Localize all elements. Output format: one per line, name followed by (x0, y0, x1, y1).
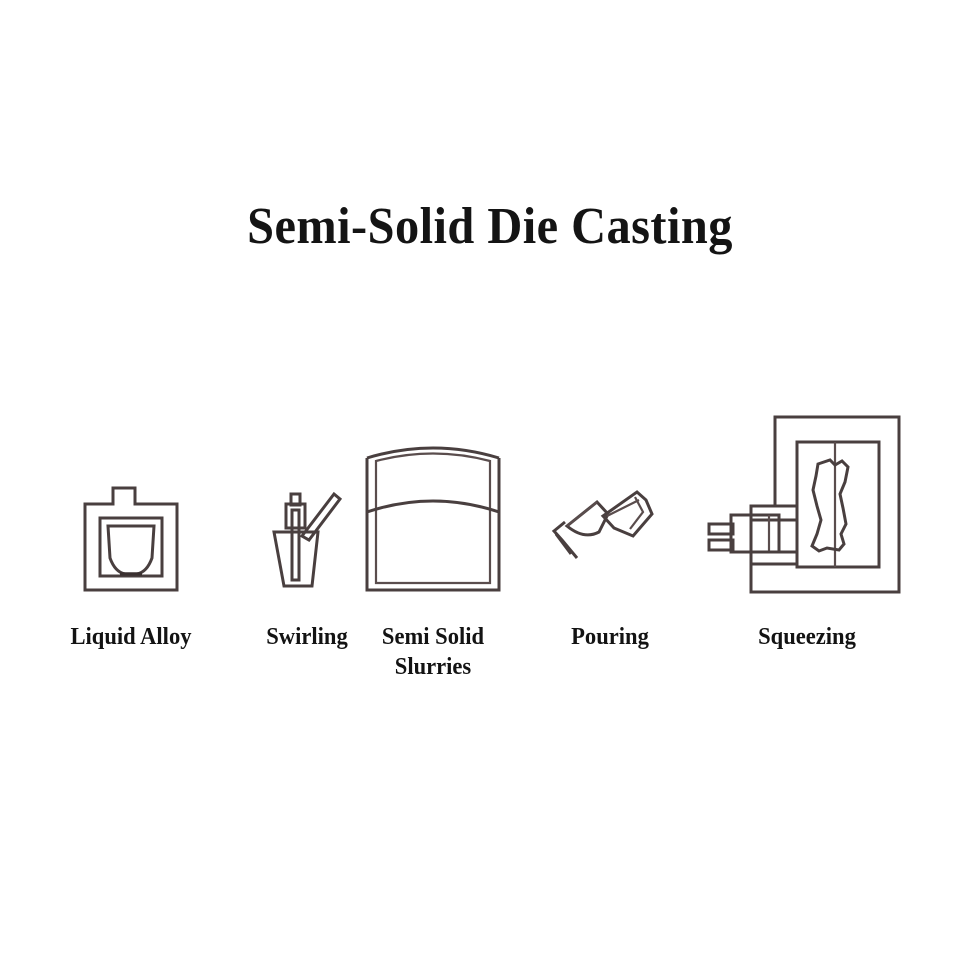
slurry-billet-icon (362, 442, 504, 594)
process-step-squeezing[interactable]: Squeezing (707, 400, 907, 700)
page-title: Semi-Solid Die Casting (247, 198, 733, 255)
stirrer-crucible-icon (272, 488, 343, 590)
step-label-pouring: Pouring (571, 624, 649, 650)
process-steps-row: Liquid Alloy Swirling (0, 400, 980, 700)
process-step-pouring[interactable]: Pouring (520, 400, 700, 700)
step-label-line-1: Semi Solid (381, 624, 485, 650)
process-step-liquid-alloy[interactable]: Liquid Alloy (31, 400, 231, 700)
step-label-liquid-alloy: Liquid Alloy (70, 624, 192, 650)
step-label-semi-solid-slurries: Semi Solid Slurries (358, 622, 508, 682)
step-label-swirling: Swirling (266, 624, 348, 650)
process-step-swirling[interactable]: Swirling (223, 400, 391, 700)
die-casting-press-icon (707, 412, 907, 602)
step-label-line-2: Slurries (394, 654, 472, 680)
furnace-crucible-icon (79, 480, 183, 596)
pouring-ladles-icon (551, 488, 669, 564)
step-label-squeezing: Squeezing (758, 624, 856, 650)
process-step-semi-solid-slurries[interactable]: Semi Solid Slurries (353, 400, 513, 700)
